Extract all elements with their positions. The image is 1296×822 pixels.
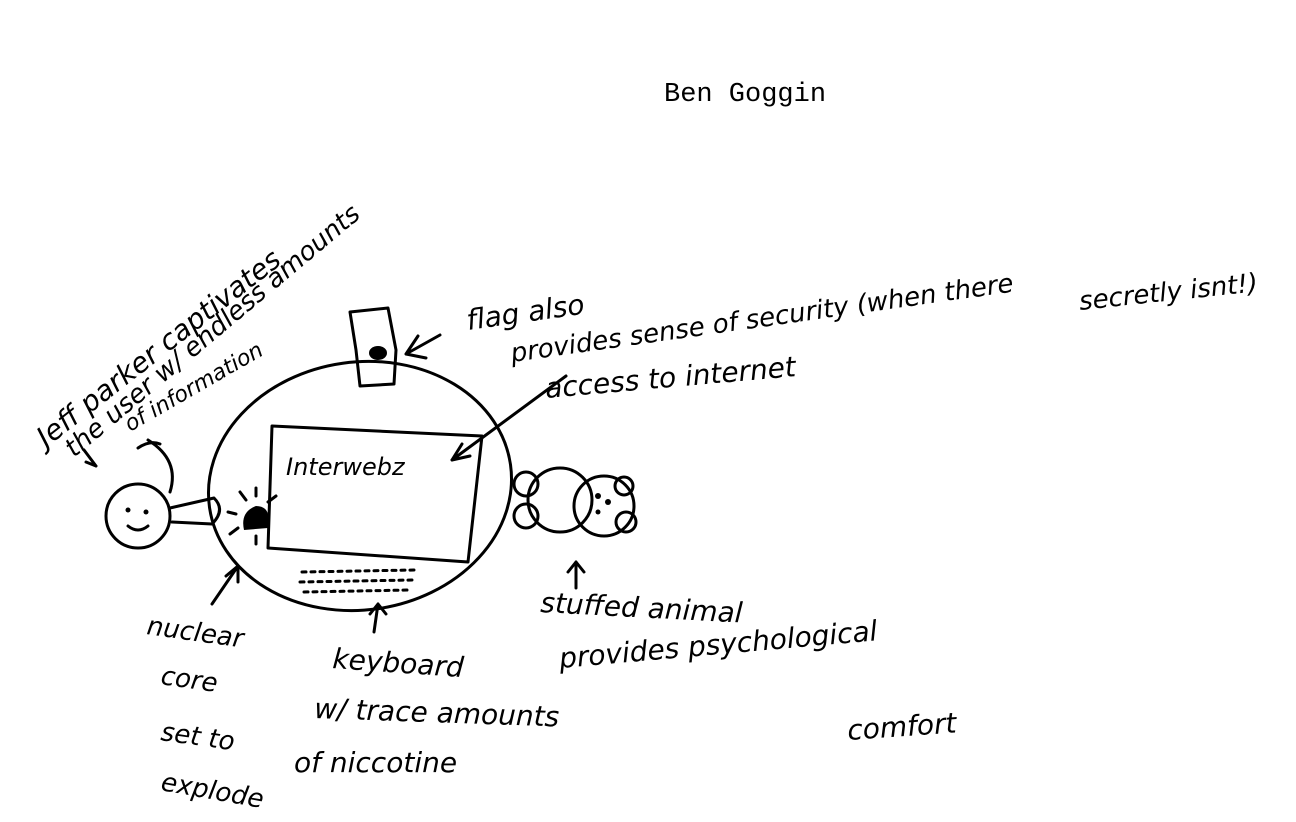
keyboard-line-3: of niccotine: [294, 746, 457, 779]
teddy-body: [526, 466, 594, 534]
jeff-head: [104, 482, 172, 550]
author-name: Ben Goggin: [664, 80, 826, 110]
teddy-ear-top: [512, 470, 540, 498]
device-screen: [266, 424, 484, 564]
nuclear-line-1: nuclear: [145, 611, 248, 655]
flag-line-3: secretly isnt!): [1078, 268, 1260, 317]
jeff-antenna: [136, 438, 174, 494]
animal-annotation: stuffed animal provides psychological co…: [540, 586, 959, 747]
nuclear-annotation: nuclear core set to explode: [145, 611, 266, 815]
animal-line-1: stuffed animal: [540, 586, 744, 630]
teddy-eye-2: [605, 499, 611, 505]
flag-icon: [348, 306, 398, 388]
screen-label: Interwebz: [286, 453, 406, 481]
jeff-arrow: [82, 448, 98, 468]
teddy-eye-1: [595, 493, 601, 499]
flag-eye-icon: [369, 346, 387, 360]
keyboard-annotation: keyboard w/ trace amounts of niccotine: [294, 642, 560, 779]
flag-arrow: [404, 333, 442, 360]
teddy-ear-right-bottom: [614, 510, 638, 534]
teddy-ear-bottom: [512, 502, 540, 530]
nuclear-rays: [226, 486, 278, 546]
keyboard-arrow: [368, 602, 388, 634]
flag-line-1: flag also: [464, 288, 586, 337]
nuclear-core-icon: [243, 506, 269, 530]
keyboard-line-2: w/ trace amounts: [314, 692, 560, 734]
animal-line-3: comfort: [846, 706, 958, 747]
jeff-eye-right: [143, 509, 149, 515]
jeff-eye-left: [125, 507, 131, 513]
teddy-arrow: [566, 560, 586, 590]
nuclear-line-2: core: [159, 661, 220, 699]
jeff-line-2: the user w/ endless amounts: [59, 199, 366, 463]
teddy-ear-right-top: [613, 475, 635, 497]
nuclear-line-4: explode: [159, 767, 266, 815]
nuclear-line-3: set to: [159, 717, 237, 757]
keyboard-icon: [298, 568, 416, 594]
teddy-head: [572, 474, 636, 538]
access-arrow: [450, 374, 568, 462]
keyboard-line-1: keyboard: [332, 642, 466, 684]
nuclear-arrow: [210, 564, 240, 606]
teddy-nose: [595, 509, 601, 515]
jeff-mouth: [126, 524, 150, 532]
jeff-arm: [168, 496, 221, 526]
flag-annotation: flag also provides sense of security (wh…: [464, 268, 1259, 369]
jeff-annotation: Jeff parker captivates the user w/ endle…: [26, 199, 366, 463]
